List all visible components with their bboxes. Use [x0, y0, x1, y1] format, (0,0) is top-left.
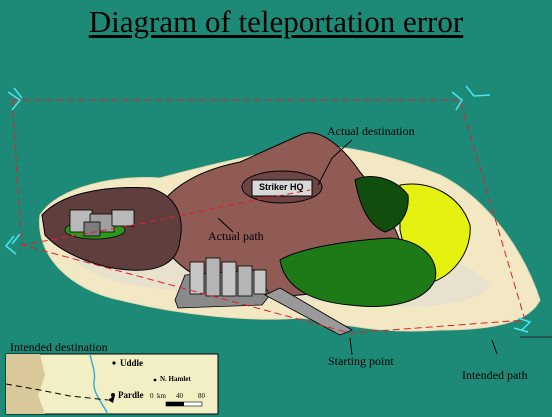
forest-lower	[279, 237, 437, 307]
starting-building-cluster	[174, 257, 271, 309]
inset-place-hamlet: N. Hamlet	[160, 375, 191, 383]
inset-scale-unit: km	[157, 392, 166, 400]
actual-path-label: Actual path	[208, 229, 264, 243]
actual-path-pointer	[217, 217, 234, 233]
inset-map	[5, 353, 219, 415]
intended-path-line	[11, 99, 526, 334]
actual-destination-label: Actual destination	[327, 124, 415, 138]
left-castle	[64, 209, 135, 240]
inset-place-pardle: Pardle	[118, 390, 144, 400]
starting-point-label: Starting point	[328, 354, 394, 368]
intended-destination-label: Intended destination	[10, 340, 108, 354]
inset-scale-80: 80	[198, 392, 205, 400]
actual-destination-pointer	[317, 139, 353, 186]
diagram-title: Diagram of teleportation error	[88, 4, 464, 39]
intended-path-pointer	[491, 339, 498, 355]
intended-path-label: Intended path	[462, 368, 528, 382]
starting-road	[264, 287, 353, 336]
actual-path-line	[21, 189, 311, 246]
corner-marks	[4, 85, 532, 333]
inset-scale-40: 40	[176, 392, 183, 400]
forest-upper	[354, 176, 409, 233]
inset-place-uddle: Uddle	[120, 358, 144, 368]
striker-hq-label: Striker HQ	[259, 182, 304, 192]
inset-scale-0: 0	[150, 392, 154, 400]
starting-point-pointer	[349, 337, 353, 356]
